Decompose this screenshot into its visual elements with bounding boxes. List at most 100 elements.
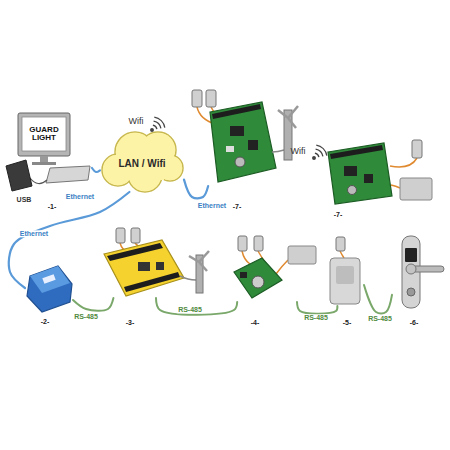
chip xyxy=(248,140,258,150)
ethernet-cable xyxy=(184,180,208,199)
monitor-screen xyxy=(22,117,66,151)
controller-node: -4- xyxy=(228,234,320,302)
computer-node: GUARD LIGHT-1- xyxy=(4,112,92,192)
reader-body xyxy=(330,258,360,304)
lock-node: -6- xyxy=(392,234,446,310)
circuit-board xyxy=(328,143,392,204)
callout-number: -3- xyxy=(126,319,135,326)
card-reader xyxy=(254,236,263,251)
monitor-base xyxy=(32,162,56,165)
chip xyxy=(156,262,164,270)
terminal-strip xyxy=(124,272,180,292)
wifi-arc xyxy=(315,153,319,157)
lock-wire xyxy=(391,185,400,188)
converter-node: -2- xyxy=(25,264,73,312)
controller-node: -7- xyxy=(188,86,300,186)
terminal-strip xyxy=(107,243,163,261)
controller-illustration xyxy=(104,228,209,296)
turnstile-arm xyxy=(189,256,199,262)
rs485-cable xyxy=(297,302,337,314)
wifi-dot xyxy=(151,129,154,132)
turnstile-arm xyxy=(288,118,296,128)
reader-wire xyxy=(340,251,344,258)
callout-number: -4- xyxy=(251,319,260,326)
callout-number: -7- xyxy=(334,211,343,218)
converter-illustration xyxy=(27,266,72,312)
callout-number: -5- xyxy=(343,319,352,326)
rs485-cable xyxy=(364,285,392,313)
callout-number: -7- xyxy=(233,203,242,210)
wifi-symbol xyxy=(151,117,165,131)
card-reader xyxy=(131,228,140,243)
ethernet-cable xyxy=(9,192,130,288)
controller-node: -7- xyxy=(320,136,438,208)
screen-text: GUARD LIGHT xyxy=(24,126,64,143)
lock-box xyxy=(288,246,316,264)
card-reader xyxy=(336,237,345,251)
cable-label: RS-485 xyxy=(367,315,393,322)
lock-illustration xyxy=(402,236,444,308)
turnstile-arm xyxy=(278,110,288,118)
reader-node: -5- xyxy=(326,236,364,306)
turnstile-arm xyxy=(199,262,207,271)
wifi-dot xyxy=(313,157,316,160)
cable-label: Ethernet xyxy=(197,202,227,209)
chip xyxy=(344,166,357,176)
cable-label: RS-485 xyxy=(73,313,99,320)
wifi-arc xyxy=(154,121,161,128)
callout-number: -1- xyxy=(48,203,57,210)
card-reader xyxy=(6,160,32,191)
rs485-cable xyxy=(73,298,113,311)
monitor-frame xyxy=(18,113,70,156)
terminal-strip xyxy=(330,145,383,159)
wire xyxy=(272,150,284,152)
ethernet-cable xyxy=(92,168,100,172)
battery xyxy=(252,276,264,288)
battery xyxy=(235,157,245,167)
card-reader xyxy=(238,236,247,251)
wifi-arc xyxy=(316,149,323,156)
chip xyxy=(138,262,150,271)
reader-pad xyxy=(336,266,354,284)
cable-label: RS-485 xyxy=(303,314,329,321)
controller-illustration xyxy=(192,90,298,182)
battery xyxy=(348,186,357,195)
chip xyxy=(230,126,244,136)
rs485-cable xyxy=(156,298,237,315)
keyboard xyxy=(46,166,90,183)
card-reader xyxy=(192,90,202,107)
cable-label: Ethernet xyxy=(65,193,95,200)
wifi-arc xyxy=(154,117,165,128)
controller-illustration xyxy=(328,140,432,204)
callout-number: -2- xyxy=(41,318,50,325)
usb-cable xyxy=(30,178,47,184)
lock-cylinder xyxy=(407,288,415,296)
monitor-stand xyxy=(40,156,48,163)
cable-label: RS-485 xyxy=(177,306,203,313)
cable-label: Ethernet xyxy=(19,230,49,237)
cloud-shape xyxy=(102,132,183,192)
circuit-board xyxy=(210,102,276,182)
converter-plate xyxy=(42,274,55,284)
reader-wire xyxy=(390,158,417,167)
wifi-arc xyxy=(316,145,327,156)
circuit-board xyxy=(104,240,184,296)
callout-number: -6- xyxy=(410,319,419,326)
computer-illustration xyxy=(6,113,90,191)
chip xyxy=(364,174,373,183)
reader-illustration xyxy=(330,237,360,304)
circuit-board xyxy=(234,258,282,298)
card-reader xyxy=(116,228,125,243)
handle-rose xyxy=(406,264,416,274)
cloud-fill xyxy=(103,133,182,191)
wifi-arc xyxy=(153,125,157,129)
chip xyxy=(226,146,234,152)
reader-wire xyxy=(242,251,250,264)
card-reader xyxy=(412,140,422,158)
card-reader xyxy=(206,90,216,107)
controller-node: -3- xyxy=(100,226,212,298)
